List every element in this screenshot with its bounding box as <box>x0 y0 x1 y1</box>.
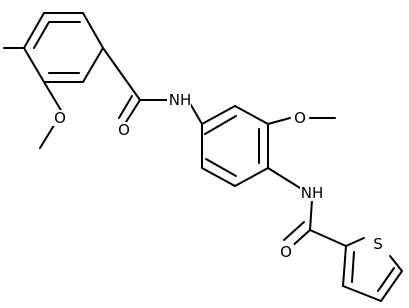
bond <box>283 221 305 241</box>
bond <box>82 12 104 49</box>
label-mask <box>167 92 191 108</box>
bond <box>204 115 237 135</box>
oxygen-label-carbonyl-right: O <box>280 243 292 261</box>
label-mask <box>278 244 294 260</box>
label-mask <box>292 110 308 126</box>
bond <box>82 47 104 83</box>
bond <box>205 158 237 177</box>
oxygen-label-methoxy-left: O <box>54 109 66 127</box>
bond <box>267 167 301 189</box>
sulfur-label-thiophene: S <box>373 235 383 253</box>
bond <box>389 255 403 272</box>
label-mask <box>300 185 324 201</box>
oxygen-label-methoxy-right: O <box>294 109 306 127</box>
bond <box>23 47 45 83</box>
label-mask <box>370 236 386 252</box>
bond <box>342 245 347 287</box>
bond <box>267 117 291 125</box>
nh-label-left: NH <box>169 91 192 109</box>
bond <box>351 251 355 283</box>
bond <box>234 167 269 187</box>
bond <box>342 285 382 302</box>
bond <box>234 105 269 125</box>
bond <box>102 47 141 101</box>
bond <box>201 105 236 125</box>
bond <box>345 237 365 247</box>
label-mask <box>52 110 68 126</box>
bond <box>309 199 313 231</box>
bond-group <box>3 12 403 302</box>
oxygen-label-carbonyl-left: O <box>118 121 130 139</box>
bond <box>43 81 63 113</box>
bond <box>118 95 133 119</box>
atom-label-group: O O NH O NH O S <box>52 91 386 261</box>
bond <box>23 12 45 49</box>
label-mask <box>116 122 132 138</box>
bond <box>309 229 347 247</box>
bond <box>377 267 395 292</box>
bond <box>39 121 57 149</box>
bond <box>380 270 403 302</box>
nh-label-right: NH <box>301 184 324 202</box>
bond <box>201 167 236 187</box>
bond <box>33 21 50 49</box>
bond <box>125 99 141 123</box>
